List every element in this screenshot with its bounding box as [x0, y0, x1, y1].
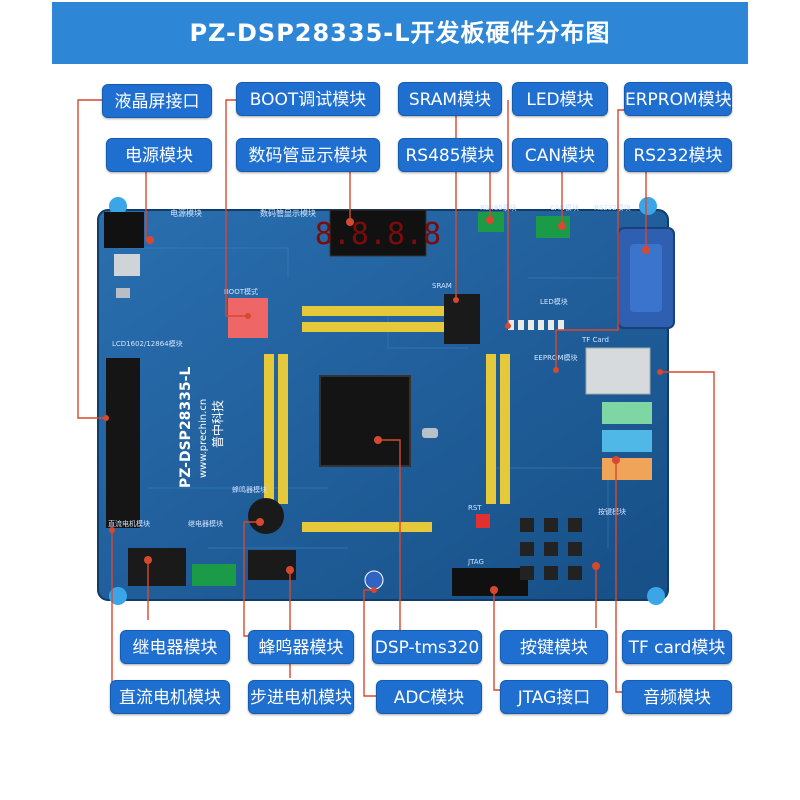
- silk-can: CAN模块: [550, 203, 579, 212]
- silk-dc: 直流电机模块: [108, 519, 150, 528]
- usb-port: [114, 254, 140, 276]
- board-graphic: 电源模块 8.8.8.8 数码管显示模块 RS485模块 CAN模块 RS232…: [97, 197, 675, 605]
- silk-rst: RST: [468, 504, 482, 512]
- label-tfcard: TF card模块: [622, 630, 732, 664]
- label-boot: BOOT调试模块: [236, 82, 380, 116]
- silk-rs485: RS485模块: [480, 203, 517, 212]
- silk-board-name: PZ-DSP28335-L: [178, 367, 194, 488]
- buzzer: [248, 498, 284, 534]
- label-rs232: RS232模块: [624, 138, 732, 172]
- crystal: [422, 428, 438, 438]
- dev-board: 电源模块 8.8.8.8 数码管显示模块 RS485模块 CAN模块 RS232…: [88, 188, 708, 608]
- label-power: 电源模块: [106, 138, 212, 172]
- silk-power: 电源模块: [170, 208, 202, 218]
- seven-seg-digits: 8.8.8.8: [315, 217, 441, 252]
- audio-jack-green: [602, 402, 652, 424]
- leader-tf: [660, 371, 715, 630]
- label-audio: 音频模块: [622, 680, 732, 714]
- lcd-header: [106, 358, 140, 528]
- header-left: [264, 354, 274, 504]
- label-lcd: 液晶屏接口: [102, 84, 212, 118]
- dsp-chip: [319, 375, 411, 467]
- silk-boot: BOOT模式: [224, 287, 258, 296]
- sram-chip: [444, 294, 480, 344]
- leader-jtag: [493, 590, 502, 691]
- leader-erprom: [555, 109, 624, 370]
- label-keys: 按键模块: [500, 630, 608, 664]
- page-title: PZ-DSP28335-L开发板硬件分布图: [189, 19, 611, 47]
- label-can: CAN模块: [512, 138, 608, 172]
- relay: [128, 548, 186, 586]
- leader-buzzer: [243, 521, 260, 637]
- power-jack: [104, 212, 144, 248]
- silk-tf: TF Card: [581, 336, 609, 344]
- silk-seg: 数码管显示模块: [260, 208, 316, 218]
- keypad: [520, 518, 582, 580]
- silk-sram: SRAM: [432, 282, 452, 290]
- silk-lcd: LCD1602/12864模块: [112, 339, 183, 348]
- audio-jack-blue: [602, 430, 652, 452]
- label-dcmotor: 直流电机模块: [110, 680, 230, 714]
- label-buzzer: 蜂鸣器模块: [248, 630, 354, 664]
- silk-led: LED模块: [540, 297, 568, 306]
- leader-adc: [363, 589, 378, 697]
- standoff: [109, 197, 127, 215]
- label-jtag: JTAG接口: [500, 680, 608, 714]
- silk-buzzer: 蜂鸣器模块: [232, 485, 267, 494]
- silk-keys: 按键模块: [598, 507, 626, 516]
- label-dsp: DSP-tms320: [372, 630, 482, 664]
- leader-dsp: [378, 439, 401, 630]
- header-bottom: [302, 522, 432, 532]
- jtag-header: [452, 568, 528, 596]
- label-relay: 继电器模块: [120, 630, 230, 664]
- label-erprom: ERPROM模块: [624, 82, 732, 116]
- leader-audio: [615, 460, 622, 693]
- header-right: [486, 354, 496, 504]
- silk-relay: 继电器模块: [188, 519, 223, 528]
- label-sram: SRAM模块: [398, 82, 502, 116]
- reset-button: [476, 514, 490, 528]
- seven-seg-display: [329, 209, 427, 257]
- label-rs485: RS485模块: [398, 138, 502, 172]
- led-array: [508, 320, 564, 330]
- title-bar: PZ-DSP28335-L开发板硬件分布图: [52, 2, 748, 64]
- stepper-driver: [248, 550, 296, 580]
- silk-rs232: RS232模块: [594, 203, 631, 212]
- standoff: [639, 197, 657, 215]
- label-led: LED模块: [512, 82, 608, 116]
- label-stepper: 步进电机模块: [248, 680, 354, 714]
- standoff: [647, 587, 665, 605]
- relay-terminal: [192, 564, 236, 586]
- standoff: [109, 587, 127, 605]
- silk-jtag: JTAG: [467, 558, 484, 566]
- leader-lcd: [77, 99, 106, 419]
- silk-url: www.prechin.cn: [198, 399, 209, 478]
- leader-power: [145, 172, 150, 241]
- leader-boot: [225, 99, 248, 317]
- label-seg: 数码管显示模块: [236, 138, 380, 172]
- silk-brand: 普中科技: [210, 400, 225, 448]
- header-top: [302, 306, 462, 316]
- tf-card-slot: [585, 347, 651, 395]
- label-adc: ADC模块: [376, 680, 482, 714]
